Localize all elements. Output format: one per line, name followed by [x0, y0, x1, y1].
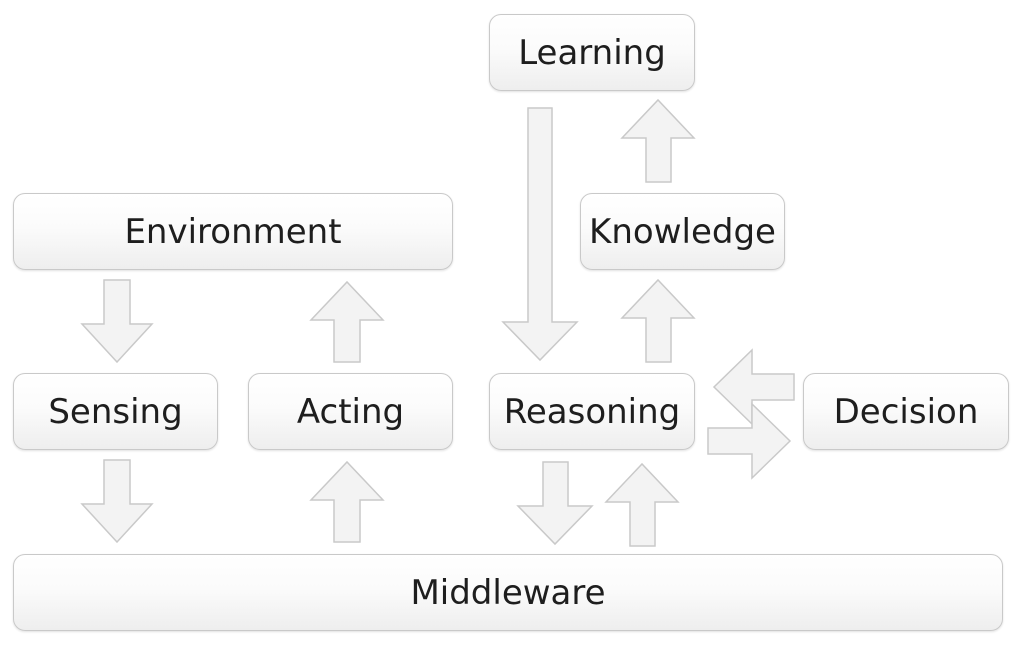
arrow-acting-to-environment	[309, 280, 385, 363]
node-acting: Acting	[248, 373, 453, 450]
node-acting-label: Acting	[296, 391, 405, 432]
arrow-middleware-to-reasoning	[604, 462, 680, 547]
node-environment-label: Environment	[124, 211, 342, 252]
node-reasoning: Reasoning	[489, 373, 695, 450]
node-knowledge: Knowledge	[580, 193, 785, 270]
node-learning: Learning	[489, 14, 695, 91]
arrow-middleware-to-acting	[309, 460, 385, 543]
arrow-environment-to-sensing	[80, 279, 154, 364]
node-decision-label: Decision	[833, 391, 979, 432]
arrow-reasoning-to-knowledge	[620, 278, 696, 363]
node-middleware: Middleware	[13, 554, 1003, 631]
node-sensing: Sensing	[13, 373, 218, 450]
arrow-reasoning-to-middleware	[516, 461, 594, 546]
node-knowledge-label: Knowledge	[589, 211, 776, 252]
arrow-decision-to-reasoning	[712, 348, 795, 426]
arrow-reasoning-to-decision	[707, 402, 792, 480]
arrow-sensing-to-middleware	[80, 459, 154, 544]
node-learning-label: Learning	[518, 32, 666, 73]
arrow-learning-to-reasoning	[501, 107, 579, 362]
node-reasoning-label: Reasoning	[503, 391, 681, 432]
node-sensing-label: Sensing	[48, 391, 183, 432]
arrow-knowledge-to-learning	[620, 98, 696, 183]
node-middleware-label: Middleware	[410, 572, 606, 613]
node-environment: Environment	[13, 193, 453, 270]
node-decision: Decision	[803, 373, 1009, 450]
